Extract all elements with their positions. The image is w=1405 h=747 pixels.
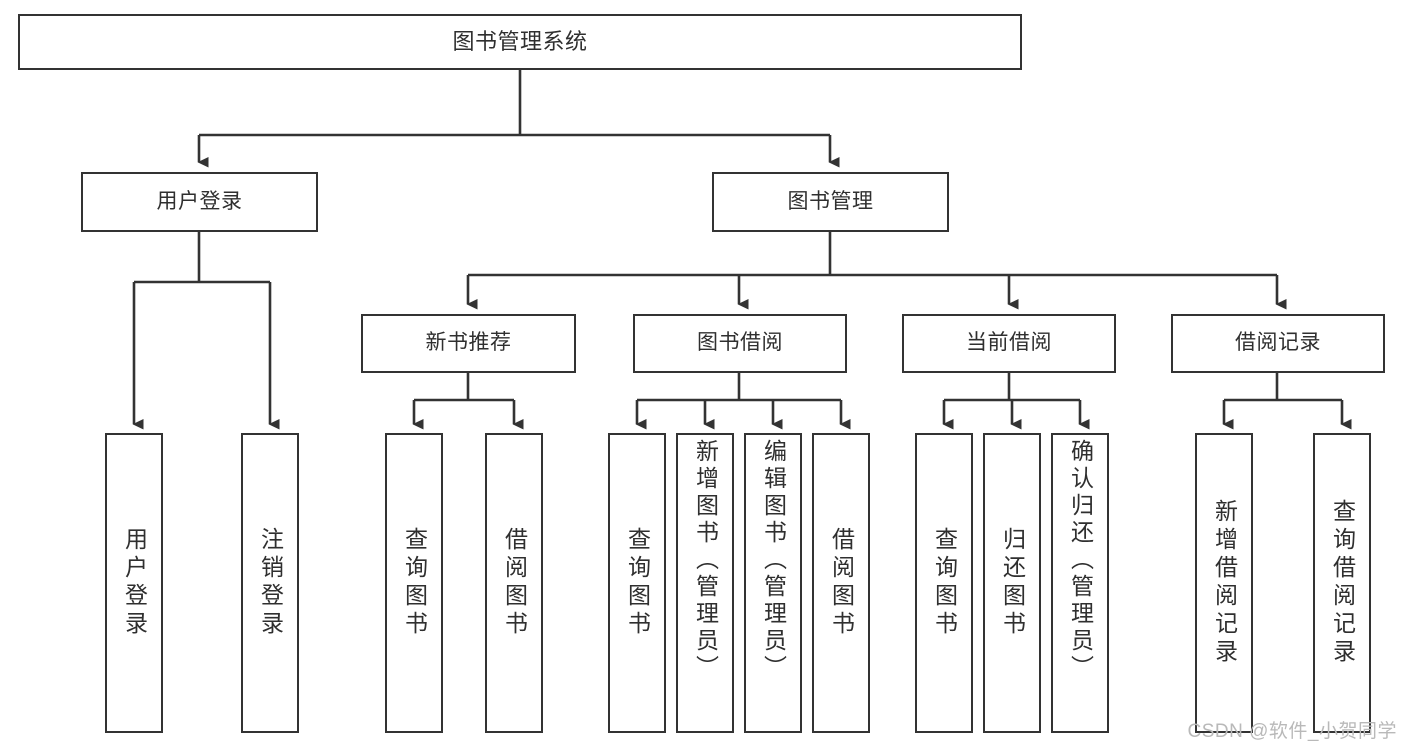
node-label: 图书借阅 <box>697 331 783 355</box>
node-label: 查询借阅记录 <box>1329 499 1356 667</box>
node-book-borrow[interactable]: 图书借阅 <box>633 314 847 373</box>
node-borrow-record[interactable]: 借阅记录 <box>1171 314 1385 373</box>
node-leaf-query-book-3[interactable]: 查询图书 <box>915 433 973 733</box>
node-label: 查询图书 <box>624 527 651 639</box>
watermark-text: CSDN @软件_小贺同学 <box>1187 721 1397 742</box>
node-label: 借阅图书 <box>501 527 528 639</box>
node-leaf-query-book-2[interactable]: 查询图书 <box>608 433 666 733</box>
node-label: 查询图书 <box>401 527 428 639</box>
node-leaf-add-book[interactable]: 新增图书（管理员） <box>676 433 734 733</box>
node-label: 当前借阅 <box>966 331 1052 355</box>
node-leaf-user-logout[interactable]: 注销登录 <box>241 433 299 733</box>
node-user-login[interactable]: 用户登录 <box>81 172 318 232</box>
node-leaf-borrow-book-1[interactable]: 借阅图书 <box>485 433 543 733</box>
node-label: 确认归还（管理员） <box>1067 439 1094 682</box>
node-label: 编辑图书（管理员） <box>760 439 787 682</box>
node-label: 图书管理系统 <box>452 29 588 55</box>
node-leaf-query-record[interactable]: 查询借阅记录 <box>1313 433 1371 733</box>
node-leaf-edit-book[interactable]: 编辑图书（管理员） <box>744 433 802 733</box>
node-label: 用户登录 <box>156 189 243 213</box>
node-leaf-add-record[interactable]: 新增借阅记录 <box>1195 433 1253 733</box>
node-label: 查询图书 <box>931 527 958 639</box>
node-new-book-rec[interactable]: 新书推荐 <box>361 314 576 373</box>
node-label: 借阅记录 <box>1235 331 1321 355</box>
node-leaf-query-book-1[interactable]: 查询图书 <box>385 433 443 733</box>
node-label: 新增图书（管理员） <box>692 439 719 682</box>
node-current-borrow[interactable]: 当前借阅 <box>902 314 1116 373</box>
node-leaf-user-login[interactable]: 用户登录 <box>105 433 163 733</box>
node-label: 新书推荐 <box>425 331 512 355</box>
node-label: 借阅图书 <box>828 527 855 639</box>
node-label: 用户登录 <box>121 527 148 639</box>
node-label: 注销登录 <box>257 527 284 639</box>
node-book-manage[interactable]: 图书管理 <box>712 172 949 232</box>
node-label: 新增借阅记录 <box>1211 499 1238 667</box>
node-label: 图书管理 <box>787 189 874 213</box>
node-leaf-return-book[interactable]: 归还图书 <box>983 433 1041 733</box>
node-label: 归还图书 <box>999 527 1026 639</box>
node-root-system[interactable]: 图书管理系统 <box>18 14 1022 70</box>
node-leaf-borrow-book-2[interactable]: 借阅图书 <box>812 433 870 733</box>
node-leaf-confirm-return[interactable]: 确认归还（管理员） <box>1051 433 1109 733</box>
